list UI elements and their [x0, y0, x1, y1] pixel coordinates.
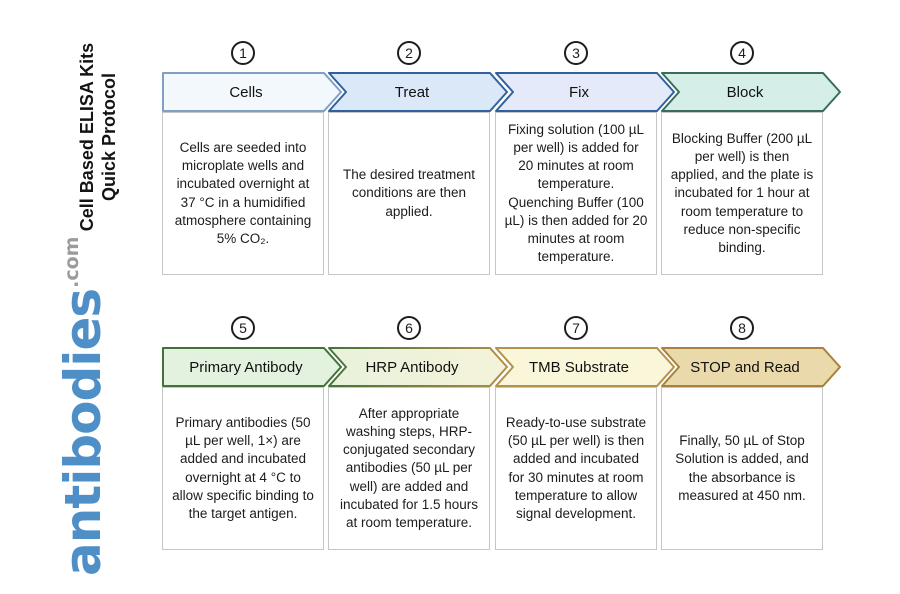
chevron-arrow-shape	[162, 72, 342, 112]
step-description-text: Blocking Buffer (200 µL per well) is the…	[670, 130, 814, 256]
step-description-text: Finally, 50 µL of Stop Solution is added…	[675, 433, 809, 503]
step-label: HRP Antibody	[365, 358, 459, 376]
step-number-badge: 1	[231, 41, 255, 65]
step-number-badge: 6	[397, 316, 421, 340]
step-chevron: Block	[661, 72, 841, 112]
step-number: 4	[738, 45, 746, 61]
chevron-arrow-shape	[495, 347, 675, 387]
step-number: 2	[405, 45, 413, 61]
step-description: Cells are seeded into microplate wells a…	[162, 112, 324, 275]
chevron-arrow-shape	[328, 347, 508, 387]
step-number: 6	[405, 320, 413, 336]
step-number-badge: 5	[231, 316, 255, 340]
step-number-badge: 7	[564, 316, 588, 340]
antibodies-logo: antibodies.com	[54, 237, 134, 576]
step-chevron: HRP Antibody	[328, 347, 508, 387]
step-description: Finally, 50 µL of Stop Solution is added…	[661, 387, 823, 550]
step-label: STOP and Read	[690, 358, 800, 376]
step-chevron: Primary Antibody	[162, 347, 342, 387]
page-title-line2: Quick Protocol	[99, 72, 119, 202]
step-number: 3	[572, 45, 580, 61]
step-number: 8	[738, 320, 746, 336]
chevron-arrow-shape	[162, 347, 342, 387]
step-label: Block	[726, 83, 764, 101]
step-description: Blocking Buffer (200 µL per well) is the…	[661, 112, 823, 275]
step-column-8: 8 STOP and Read Finally, 50 µL of Stop S…	[661, 316, 841, 550]
step-column-6: 6 HRP Antibody After appropriate washing…	[328, 316, 508, 550]
step-chevron: Fix	[495, 72, 675, 112]
chevron-arrow-shape	[495, 72, 675, 112]
step-label: Fix	[569, 83, 589, 101]
step-number-badge: 3	[564, 41, 588, 65]
step-description-text: The desired treatment conditions are the…	[342, 167, 476, 219]
step-description: After appropriate washing steps, HRP-con…	[328, 387, 490, 550]
chevron-arrow-shape	[328, 72, 508, 112]
step-description-text: After appropriate washing steps, HRP-con…	[339, 405, 479, 531]
step-column-1: 1 Cells Cells are seeded into microplate…	[162, 41, 342, 275]
step-description-text: Ready-to-use substrate (50 µL per well) …	[505, 414, 647, 521]
chevron-arrow-shape	[661, 347, 841, 387]
step-chevron: Treat	[328, 72, 508, 112]
step-number-badge: 4	[730, 41, 754, 65]
page-title-line1: Cell Based ELISA Kits	[77, 42, 97, 232]
step-description-text: Fixing solution (100 µL per well) is add…	[504, 121, 648, 265]
step-number: 5	[239, 320, 247, 336]
step-description-text: Cells are seeded into microplate wells a…	[174, 139, 312, 246]
step-description-text: Primary antibodies (50 µL per well, 1×) …	[172, 414, 314, 521]
step-description: The desired treatment conditions are the…	[328, 112, 490, 275]
step-chevron: STOP and Read	[661, 347, 841, 387]
logo-wordmark: antibodies	[54, 288, 112, 576]
step-description: Primary antibodies (50 µL per well, 1×) …	[162, 387, 324, 550]
step-chevron: Cells	[162, 72, 342, 112]
step-number: 1	[239, 45, 247, 61]
step-number: 7	[572, 320, 580, 336]
step-number-badge: 2	[397, 41, 421, 65]
step-description: Ready-to-use substrate (50 µL per well) …	[495, 387, 657, 550]
step-number-badge: 8	[730, 316, 754, 340]
step-chevron: TMB Substrate	[495, 347, 675, 387]
page-title: Cell Based ELISA Kits Quick Protocol	[76, 42, 122, 232]
step-label: Cells	[229, 83, 263, 101]
step-label: Treat	[394, 83, 430, 101]
step-label: TMB Substrate	[528, 358, 630, 376]
step-column-7: 7 TMB Substrate Ready-to-use substrate (…	[495, 316, 675, 550]
step-column-5: 5 Primary Antibody Primary antibodies (5…	[162, 316, 342, 550]
step-column-2: 2 Treat The desired treatment conditions…	[328, 41, 508, 275]
step-column-3: 3 Fix Fixing solution (100 µL per well) …	[495, 41, 675, 275]
logo-domain-suffix: .com	[61, 236, 83, 288]
step-column-4: 4 Block Blocking Buffer (200 µL per well…	[661, 41, 841, 275]
step-label: Primary Antibody	[189, 358, 303, 376]
chevron-arrow-shape	[661, 72, 841, 112]
step-description: Fixing solution (100 µL per well) is add…	[495, 112, 657, 275]
